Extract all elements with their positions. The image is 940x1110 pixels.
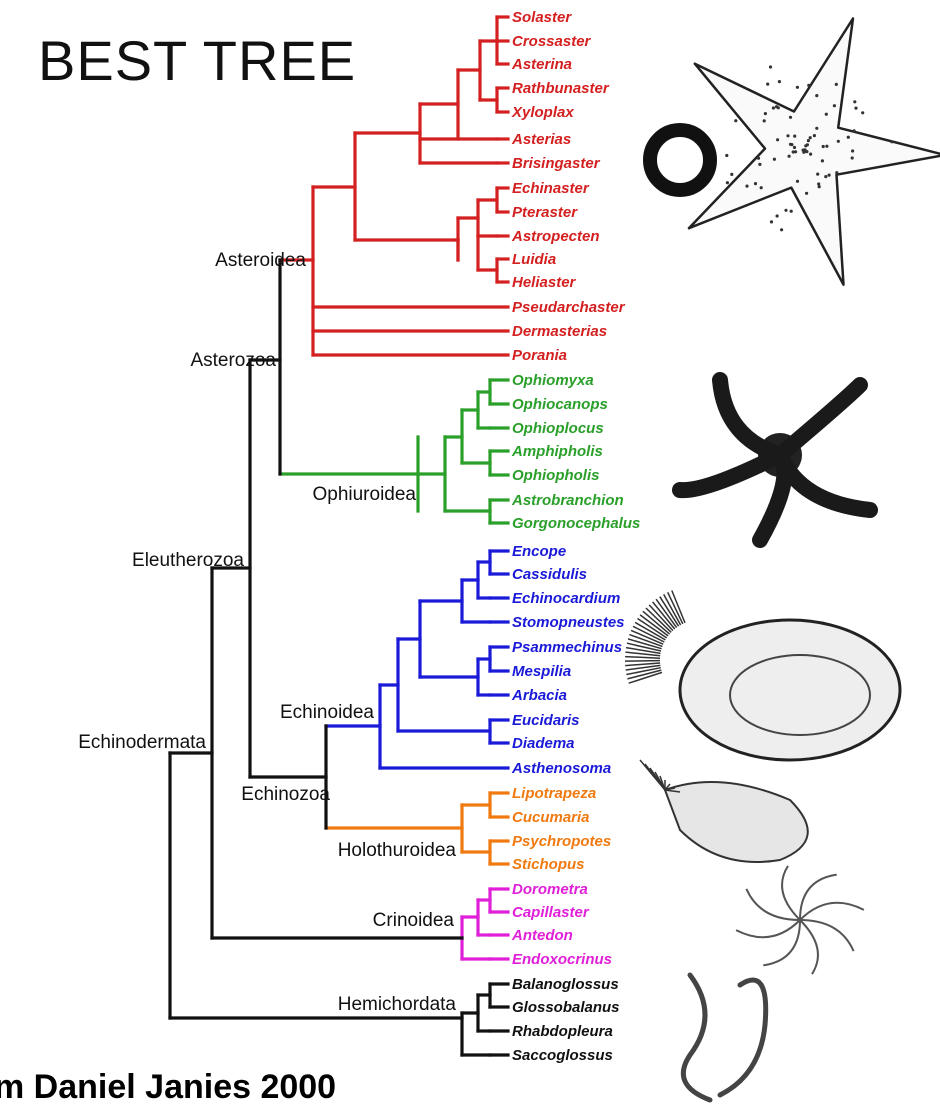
taxon-label: Cassidulis <box>512 566 587 583</box>
clade-label-eleutherozoa: Eleutherozoa <box>132 550 244 571</box>
taxon-label: Diadema <box>512 735 575 752</box>
taxon-label: Brisingaster <box>512 155 601 172</box>
taxon-label: Asthenosoma <box>511 760 611 777</box>
taxon-label: Crossaster <box>512 33 592 50</box>
clade-label-echinoidea: Echinoidea <box>280 702 374 723</box>
taxon-label: Asterias <box>511 131 571 148</box>
sea-cucumber-illustration <box>640 760 808 862</box>
taxon-label: Solaster <box>512 9 572 26</box>
taxon-label: Amphipholis <box>511 443 603 460</box>
taxon-label: Psychropotes <box>512 833 611 850</box>
clade-label-echinozoa: Echinozoa <box>241 784 330 805</box>
taxon-label: Astrobranchion <box>511 492 624 509</box>
taxon-label: Ophiopholis <box>512 467 600 484</box>
taxon-label: Porania <box>512 347 567 364</box>
clade-label-asteroidea: Asteroidea <box>215 250 306 271</box>
taxon-label: Luidia <box>512 251 556 268</box>
brittle-star-illustration <box>680 380 870 540</box>
ring-icon <box>650 130 710 190</box>
acorn-worm-illustration <box>683 975 765 1100</box>
taxon-label: Capillaster <box>512 904 590 921</box>
taxon-label: Eucidaris <box>512 712 580 729</box>
taxon-label: Heliaster <box>512 274 577 291</box>
taxon-label: Echinaster <box>512 180 590 197</box>
sea-star-illustration <box>689 19 940 285</box>
taxon-label: Pseudarchaster <box>512 299 626 316</box>
taxon-label: Arbacia <box>511 687 567 704</box>
taxon-label: Xyloplax <box>511 104 574 121</box>
clade-label-asterozoa: Asterozoa <box>190 350 276 371</box>
taxon-label: Ophiocanops <box>512 396 608 413</box>
taxon-label: Saccoglossus <box>512 1047 613 1064</box>
taxon-label: Ophiomyxa <box>512 372 594 389</box>
clade-label-hemichordata: Hemichordata <box>338 994 457 1015</box>
feather-star-illustration <box>736 866 864 974</box>
figure-credit: m Daniel Janies 2000 <box>0 1068 336 1107</box>
taxon-label: Balanoglossus <box>512 976 619 993</box>
taxon-label: Encope <box>512 543 566 560</box>
taxon-label: Psammechinus <box>512 639 622 656</box>
clade-label-crinoidea: Crinoidea <box>373 910 455 931</box>
taxon-label: Dermasterias <box>512 323 607 340</box>
taxon-label: Rathbunaster <box>512 80 610 97</box>
taxon-label: Astropecten <box>511 228 600 245</box>
taxon-label: Stomopneustes <box>512 614 625 631</box>
taxon-label: Antedon <box>511 927 573 944</box>
taxon-label: Ophioplocus <box>512 420 604 437</box>
taxon-label: Asterina <box>511 56 572 73</box>
taxon-label: Gorgonocephalus <box>512 515 640 532</box>
taxon-label: Dorometra <box>512 881 588 898</box>
taxon-label: Cucumaria <box>512 809 590 826</box>
clade-label-echinodermata: Echinodermata <box>78 732 206 753</box>
taxon-label: Stichopus <box>512 856 585 873</box>
taxon-label: Endoxocrinus <box>512 951 612 968</box>
clade-label-holothuroidea: Holothuroidea <box>338 840 457 861</box>
taxon-label: Pteraster <box>512 204 578 221</box>
clade-label-ophiuroidea: Ophiuroidea <box>312 484 416 505</box>
taxon-label: Glossobalanus <box>512 999 620 1016</box>
taxon-label: Echinocardium <box>512 590 620 607</box>
sea-urchin-illustration <box>625 591 900 761</box>
taxon-label: Lipotrapeza <box>512 785 596 802</box>
taxon-label: Mespilia <box>512 663 571 680</box>
taxon-label: Rhabdopleura <box>512 1023 613 1040</box>
